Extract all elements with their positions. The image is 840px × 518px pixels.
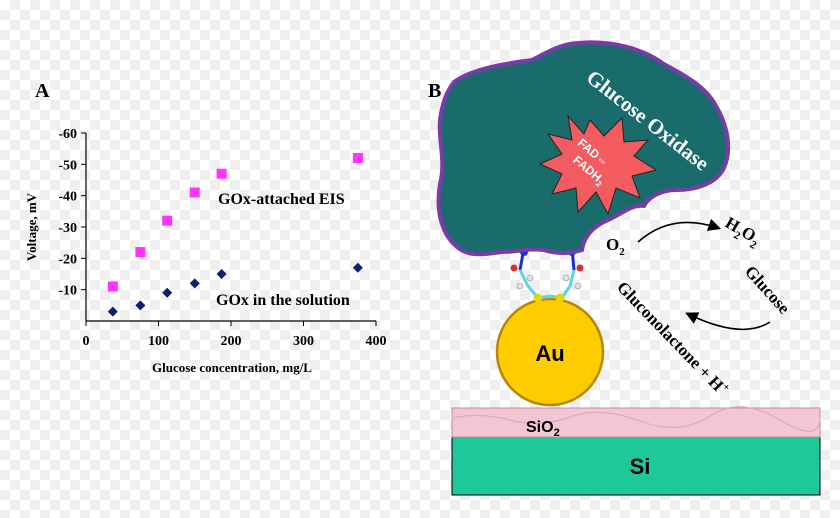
data-point-attached bbox=[216, 168, 227, 179]
x-tick-label: 100 bbox=[148, 334, 169, 349]
data-point-solution bbox=[162, 287, 173, 298]
y-axis-label: Voltage, mV bbox=[24, 192, 39, 261]
x-tick-group: 0 100 200 300 400 bbox=[83, 321, 387, 349]
y-tick-label: -60 bbox=[58, 127, 77, 142]
data-point-attached bbox=[135, 247, 146, 258]
data-point-solution bbox=[352, 262, 363, 273]
data-point-attached bbox=[162, 215, 173, 226]
series-label-solution: GOx in the solution bbox=[216, 292, 350, 309]
linker-molecule bbox=[510, 247, 584, 303]
y-tick-label: -40 bbox=[58, 190, 77, 205]
x-tick-label: 300 bbox=[293, 334, 314, 349]
y-tick-label: -10 bbox=[58, 284, 77, 299]
y-tick-group: -10 -20 -30 -40 -50 -60 bbox=[58, 127, 86, 299]
h2o2-label: H2O2 bbox=[720, 213, 764, 252]
y-tick-label: -30 bbox=[58, 221, 77, 236]
x-tick-label: 200 bbox=[221, 334, 242, 349]
panel-a: A 0 100 200 300 400 -10 -20 -30 -40 -50 -60 Volta… bbox=[24, 80, 387, 375]
data-point-attached bbox=[189, 187, 200, 198]
x-tick-label: 0 bbox=[83, 334, 90, 349]
panel-a-label: A bbox=[35, 80, 50, 102]
x-tick-label: 400 bbox=[366, 334, 387, 349]
glucose-label: Glucose bbox=[741, 262, 794, 318]
data-point-attached bbox=[107, 281, 118, 292]
o2-label: O2 bbox=[606, 235, 625, 258]
arrow-o2-to-h2o2 bbox=[637, 218, 722, 243]
au-label: Au bbox=[535, 341, 564, 366]
panel-b: B Si SiO2 Au Glucose Oxidas bbox=[428, 40, 821, 496]
x-axis-label: Glucose concentration, mg/L bbox=[152, 360, 312, 375]
sio2-label: SiO2 bbox=[526, 419, 560, 439]
data-points bbox=[107, 153, 363, 317]
si-label: Si bbox=[630, 454, 651, 479]
si-layer bbox=[451, 436, 821, 496]
panel-b-label: B bbox=[428, 80, 441, 102]
arrow-glucose-to-gluconolactone bbox=[685, 312, 771, 331]
data-point-solution bbox=[216, 269, 227, 279]
data-point-solution bbox=[189, 278, 200, 289]
sio2-texture bbox=[451, 406, 821, 432]
data-point-solution bbox=[107, 306, 118, 317]
data-point-solution bbox=[135, 300, 146, 311]
y-tick-label: -20 bbox=[58, 252, 77, 267]
gluconolactone-label: Gluconolactone + H+ bbox=[613, 277, 732, 400]
data-point-attached bbox=[352, 153, 363, 164]
au-particle bbox=[495, 297, 605, 407]
fad-star bbox=[538, 114, 658, 216]
y-tick-label: -50 bbox=[58, 158, 77, 173]
series-label-attached: GOx-attached EIS bbox=[218, 191, 345, 208]
